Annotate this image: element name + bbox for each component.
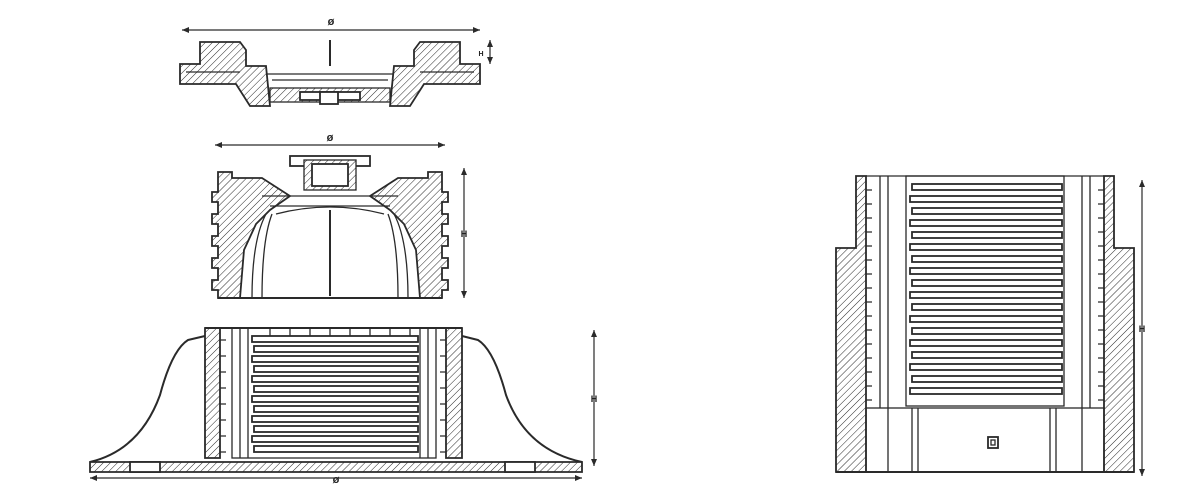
extension-threaded-core xyxy=(905,175,1065,407)
extension-thread-rows xyxy=(909,183,1063,395)
base-teeth xyxy=(220,339,446,453)
base-section: ø H xyxy=(89,327,598,486)
extension-right-wall xyxy=(1103,175,1135,473)
cap-nub xyxy=(319,91,339,105)
adapter-right-wall xyxy=(368,171,449,299)
extension-teeth xyxy=(866,189,1104,401)
base-foot-plate xyxy=(89,461,583,473)
extension-left-wall xyxy=(835,175,867,473)
cap-left-wall xyxy=(179,41,271,107)
base-top-ribs xyxy=(269,328,411,336)
base-diameter-label: ø xyxy=(333,474,340,486)
base-thread-rows xyxy=(251,335,419,453)
adapter-hub-hole xyxy=(311,163,349,187)
adapter-diameter-label: ø xyxy=(327,132,334,144)
base-foot-notch-left xyxy=(129,461,161,473)
adapter-web xyxy=(262,195,398,207)
cap-diameter-label: ø xyxy=(328,16,335,28)
base-right-wall xyxy=(445,327,463,459)
extension-lock-slot xyxy=(987,436,999,449)
extension-guides xyxy=(866,175,1104,408)
base-foot-notch-right xyxy=(504,461,536,473)
base-core-guides xyxy=(239,328,429,458)
adapter-dome xyxy=(275,206,385,215)
cap-right-wall xyxy=(389,41,481,107)
adapter-arches xyxy=(251,213,409,299)
extension-lock-hole xyxy=(990,439,996,446)
cap-section: ø H xyxy=(179,16,493,107)
adapter-height-label: H xyxy=(461,229,468,239)
base-left-wall xyxy=(204,327,221,459)
base-right-skirt xyxy=(461,335,583,463)
base-left-skirt xyxy=(89,335,206,463)
extension-height-label: H xyxy=(1139,324,1146,334)
base-height-label: H xyxy=(591,394,598,404)
extension-lower-ribs xyxy=(887,408,1083,472)
extension-section: H xyxy=(835,175,1146,476)
cap-height-label: H xyxy=(478,51,483,58)
adapter-left-wall xyxy=(211,171,292,299)
extension-lower-band xyxy=(865,407,1105,473)
cap-inner-lines xyxy=(186,71,474,81)
adapter-section: ø H xyxy=(211,132,468,299)
